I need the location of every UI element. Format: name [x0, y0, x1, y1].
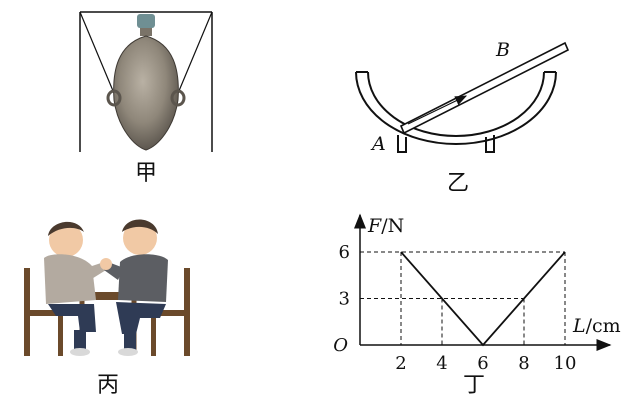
- series-line: [400, 251, 566, 347]
- caption-yi: 乙: [447, 171, 469, 196]
- bowl-foot-right: [485, 135, 495, 153]
- y-axis-label: F/N: [367, 215, 404, 237]
- caption-ding: 丁: [463, 373, 485, 398]
- bowl-foot-left: [397, 135, 407, 153]
- jar-image: [106, 14, 186, 151]
- label-point-b: B: [495, 39, 510, 61]
- bowl-outer: [355, 71, 557, 145]
- panel-bing: 丙: [24, 219, 190, 398]
- caption-jia: 甲: [135, 161, 157, 186]
- origin-label: O: [333, 335, 348, 356]
- y-tick-3: 3: [339, 289, 350, 310]
- arm-wrestling-illustration: [24, 219, 190, 356]
- rod-arrow: [407, 95, 468, 125]
- x-tick-8: 8: [518, 353, 529, 374]
- rod: [399, 41, 570, 135]
- label-point-a: A: [370, 133, 386, 155]
- x-tick-4: 4: [436, 353, 447, 374]
- x-tick-10: 10: [554, 353, 577, 374]
- x-axis-label: L/cm: [572, 315, 621, 337]
- panel-jia: 甲: [79, 11, 213, 186]
- x-tick-2: 2: [395, 353, 406, 374]
- x-tick-6: 6: [477, 353, 488, 374]
- y-tick-6: 6: [339, 242, 350, 263]
- bowl-inner: [367, 71, 545, 137]
- panel-yi: A B 乙: [355, 39, 570, 196]
- caption-bing: 丙: [97, 373, 119, 398]
